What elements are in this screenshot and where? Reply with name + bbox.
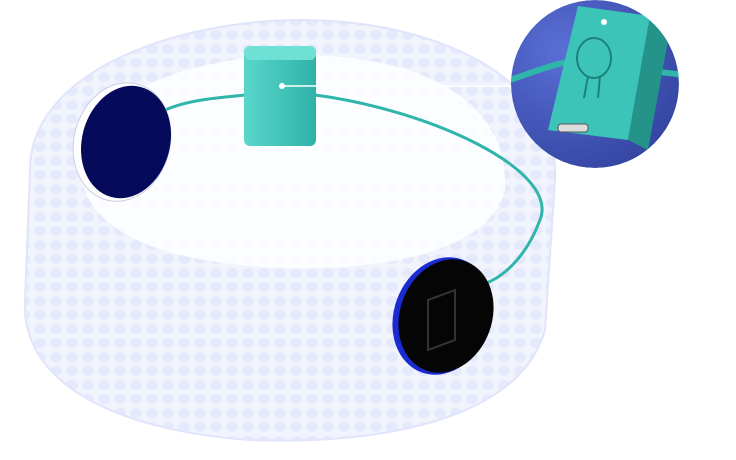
zoom-inset-icon bbox=[511, 0, 679, 168]
usb-port-icon bbox=[557, 123, 589, 133]
sensor-pad-icon bbox=[72, 82, 172, 202]
sensor-pad-icon bbox=[392, 257, 494, 375]
control-module-icon bbox=[244, 46, 515, 146]
